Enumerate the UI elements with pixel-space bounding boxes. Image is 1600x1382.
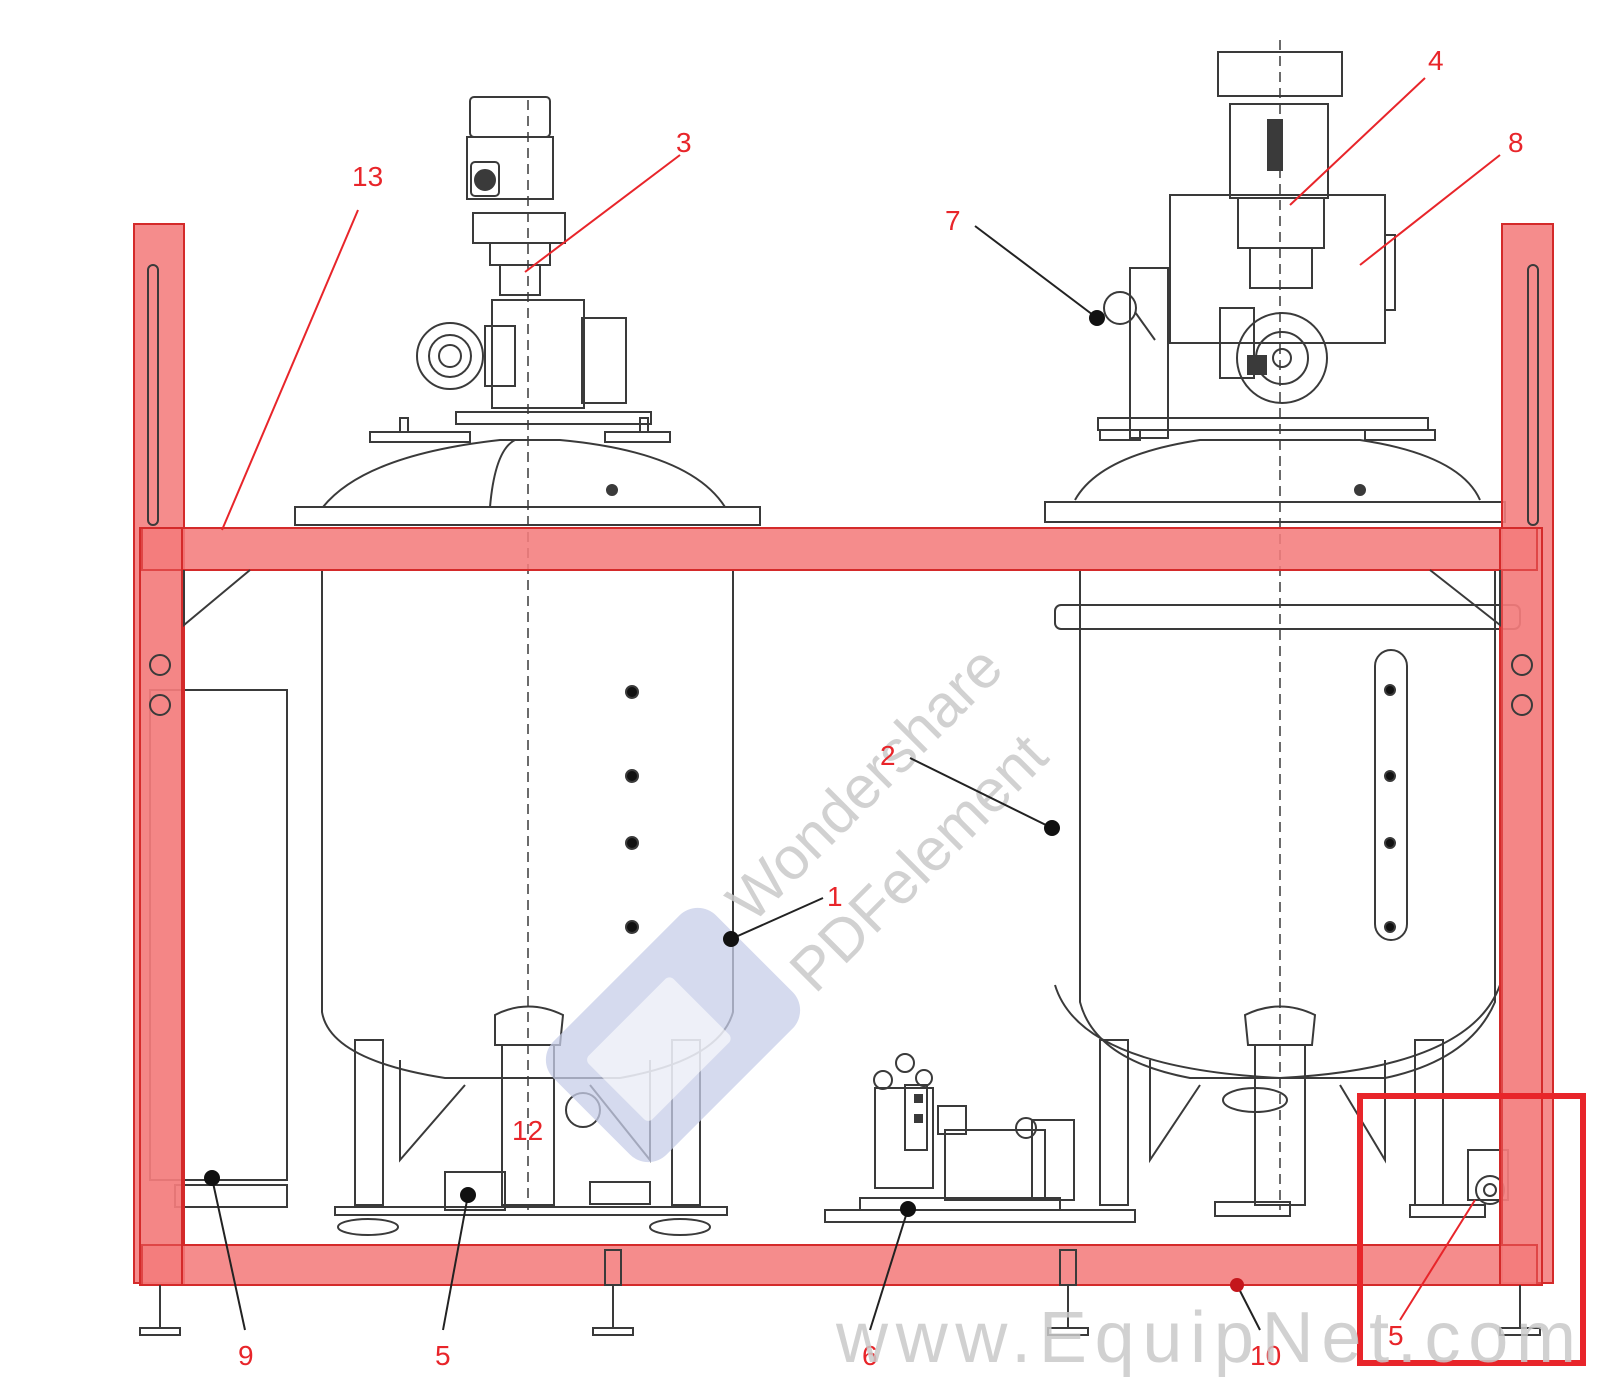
callout-5b: 5 (1388, 1320, 1404, 1351)
highlight-box (1357, 1093, 1586, 1366)
leader-2 (909, 757, 1053, 829)
leader-lines (211, 77, 1501, 1331)
callout-13: 13 (352, 161, 383, 192)
leader-1 (730, 897, 824, 940)
highlighted-frame (133, 223, 1554, 1286)
equipnet-watermark: www.EquipNet.com (835, 1298, 1576, 1378)
leader-8 (1359, 154, 1501, 266)
callout-12: 12 (512, 1115, 543, 1146)
callout-3: 3 (676, 127, 692, 158)
callout-9: 9 (238, 1340, 254, 1371)
callout-1: 1 (827, 881, 843, 912)
frame-left-post (139, 527, 183, 1286)
leader-5b (1399, 1199, 1476, 1321)
leader-6 (869, 1208, 909, 1331)
frame-details (139, 264, 1541, 1336)
frame-bottom-beam (141, 1244, 1538, 1286)
pump-skid (824, 1053, 1136, 1223)
pdfelement-watermark: Wondershare PDFelement (545, 633, 1060, 1163)
pdfelement-logo (545, 907, 801, 1163)
callout-10: 10 (1250, 1340, 1281, 1371)
callout-6: 6 (862, 1340, 878, 1371)
leader-13 (221, 209, 359, 531)
callout-7: 7 (945, 205, 961, 236)
callout-2: 2 (880, 740, 896, 771)
right-corner-pump (1409, 1149, 1509, 1218)
frame-top-beam (141, 527, 1538, 571)
frame-right-post (1499, 527, 1543, 1286)
leader-7 (974, 225, 1098, 319)
tank-2-assembly (1044, 40, 1521, 1217)
callout-5a: 5 (435, 1340, 451, 1371)
leader-3 (524, 154, 681, 273)
leader-5a (442, 1194, 469, 1331)
leader-4 (1289, 77, 1426, 206)
callout-labels: 13 3 4 8 7 2 1 12 9 5 6 10 5 (238, 45, 1524, 1371)
leader-dots (204, 310, 1244, 1292)
leader-9 (211, 1177, 246, 1331)
callout-4: 4 (1428, 45, 1444, 76)
callout-8: 8 (1508, 127, 1524, 158)
leader-10 (1236, 1284, 1261, 1331)
